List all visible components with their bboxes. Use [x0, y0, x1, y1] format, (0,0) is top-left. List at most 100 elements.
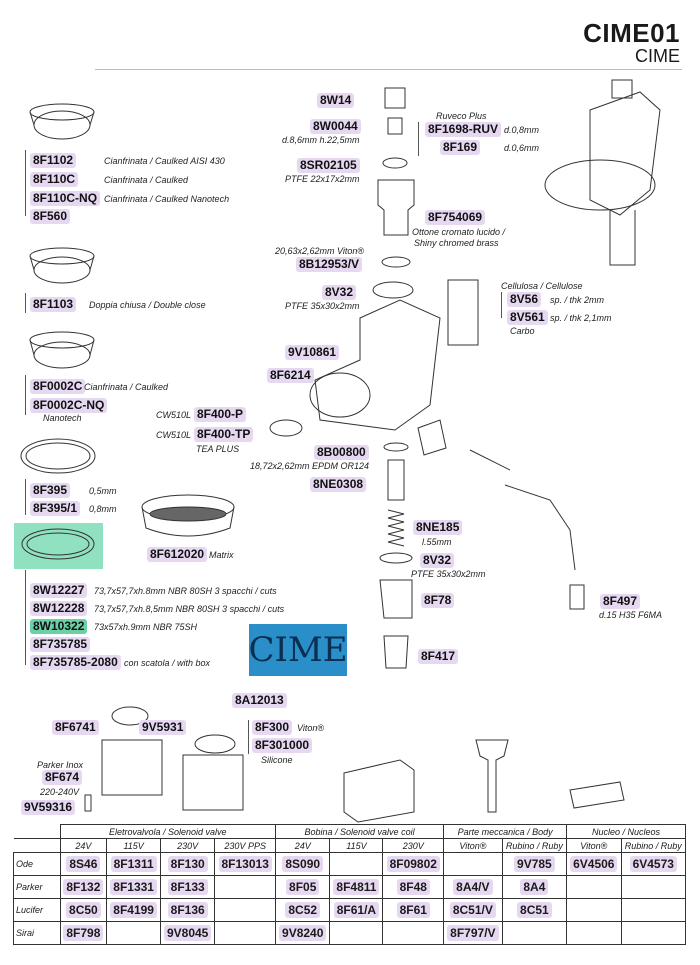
part-code[interactable]: 8F735785	[30, 637, 91, 652]
part-code[interactable]: 8F798	[63, 925, 104, 941]
part-code[interactable]: 8W14	[317, 93, 355, 108]
part-code[interactable]: 8F4199	[110, 902, 157, 918]
part-desc: 220-240V	[40, 787, 80, 797]
col-header: Viton®	[443, 838, 503, 853]
part-code[interactable]: 8W12227	[30, 583, 88, 598]
part-desc: 73x57xh.9mm NBR 75SH	[94, 622, 198, 632]
part-code[interactable]: 8F400-P	[194, 407, 247, 422]
part-desc: 73,7x57,7xh.8,5mm NBR 80SH 3 spacchi / c…	[94, 604, 285, 614]
coil-icon	[343, 759, 415, 823]
part-code[interactable]: 8F133	[167, 879, 208, 895]
part-code[interactable]: 9V8240	[279, 925, 327, 941]
part-code[interactable]: 8F61	[396, 902, 430, 918]
bracket-line	[25, 375, 26, 415]
part-code[interactable]: 8F1698-RUV	[425, 122, 502, 137]
part-code[interactable]: 8F674	[42, 770, 83, 785]
part-code[interactable]: 8F05	[286, 879, 320, 895]
part-code[interactable]: 8NE0308	[310, 477, 367, 492]
part-code[interactable]: 8F48	[396, 879, 430, 895]
mechanical-body-icon	[475, 739, 509, 813]
part-code[interactable]: 8F301000	[252, 738, 313, 753]
part-code[interactable]: 8F1103	[30, 297, 77, 312]
part-code[interactable]: 9V10861	[285, 345, 340, 360]
part-code[interactable]: 8F1331	[110, 879, 157, 895]
part-code[interactable]: 6V4506	[570, 856, 618, 872]
part-code[interactable]: 8F0002C-NQ	[30, 398, 108, 413]
pipe-icon	[469, 449, 576, 571]
part-code[interactable]: 8F09802	[386, 856, 440, 872]
part-code[interactable]: 8SR02105	[297, 158, 360, 173]
part-code[interactable]: 8F110C-NQ	[30, 191, 101, 206]
part-code[interactable]: 8F6214	[267, 368, 314, 383]
part-desc: 20,63x2,62mm Viton®	[275, 246, 365, 256]
part-code[interactable]: 8V32	[322, 285, 357, 300]
part-code[interactable]: 8F1311	[110, 856, 157, 872]
part-code[interactable]: 8F735785-2080	[30, 655, 121, 670]
table-row: Sirai 8F798 9V8045 9V8240 8F797/V	[13, 921, 686, 945]
part-code[interactable]: 8C51	[517, 902, 552, 918]
empty-cell	[566, 875, 622, 899]
col-header: 230V	[382, 838, 445, 853]
part-code[interactable]: 8F560	[30, 209, 71, 224]
part-code[interactable]: 8F132	[63, 879, 104, 895]
part-code[interactable]: 8F169	[440, 140, 481, 155]
part-code[interactable]: 8W0044	[310, 119, 361, 134]
part-code[interactable]: 8B12953/V	[296, 257, 363, 272]
part-code[interactable]: 9V5931	[139, 720, 187, 735]
part-code[interactable]: 8S46	[66, 856, 101, 872]
part-code[interactable]: 8F797/V	[447, 925, 499, 941]
part-code[interactable]: 8F136	[167, 902, 208, 918]
part-code[interactable]: 8B00800	[314, 445, 369, 460]
logo-text: CIME	[248, 630, 348, 670]
part-code[interactable]: 8F400-TP	[194, 427, 254, 442]
nucleo-icon	[569, 781, 625, 809]
part-code[interactable]: 8F4811	[333, 879, 380, 895]
part-code[interactable]: 8F1102	[30, 153, 77, 168]
part-code[interactable]: 9V8045	[163, 925, 212, 941]
part-code[interactable]: 8F417	[418, 649, 459, 664]
part-code[interactable]: 8F395	[30, 483, 71, 498]
part-code[interactable]: 8A4/V	[453, 879, 493, 895]
part-code[interactable]: 8F754069	[425, 210, 486, 225]
col-header: Rubino / Ruby	[620, 838, 686, 853]
part-desc: PTFE 35x30x2mm	[285, 301, 360, 311]
part-code[interactable]: 9V785	[514, 856, 555, 872]
part-code[interactable]: 8F395/1	[30, 501, 81, 516]
part-code-highlighted[interactable]: 8W10322	[30, 619, 88, 634]
part-code[interactable]: 8F13013	[218, 856, 272, 872]
part-code[interactable]: 8A12013	[232, 693, 287, 708]
part-code[interactable]: 8C52	[285, 902, 321, 918]
part-code[interactable]: 8A4	[520, 879, 549, 895]
bracket-line	[25, 150, 26, 216]
part-desc: Cianfrinata / Caulked	[104, 175, 189, 185]
part-code[interactable]: 6V4573	[629, 856, 677, 872]
empty-cell	[620, 921, 686, 945]
part-code[interactable]: 9V59316	[21, 800, 76, 815]
part-desc: PTFE 35x30x2mm	[411, 569, 486, 579]
group-header: Eletrovalvola / Solenoid valve	[59, 824, 277, 839]
part-code[interactable]: 8F6741	[52, 720, 99, 735]
part-code[interactable]: 8V561	[507, 310, 548, 325]
part-code[interactable]: 8W12228	[30, 601, 88, 616]
part-code[interactable]: 8C51/V	[449, 902, 496, 918]
col-header: Viton®	[566, 838, 622, 853]
empty-cell	[566, 898, 622, 922]
part-code[interactable]: 8F78	[421, 593, 455, 608]
part-desc: Matrix	[209, 550, 234, 560]
part-code[interactable]: 8F130	[167, 856, 208, 872]
part-code[interactable]: 8F0002C	[30, 379, 86, 394]
pipe-tip-icon	[569, 584, 585, 610]
part-code[interactable]: 8F61/A	[333, 902, 380, 918]
part-code[interactable]: 8F497	[600, 594, 641, 609]
part-code[interactable]: 8F300	[252, 720, 293, 735]
group-head-icon	[544, 79, 661, 266]
part-code[interactable]: 8V32	[420, 553, 455, 568]
part-code[interactable]: 8C50	[66, 902, 101, 918]
part-code[interactable]: 8F110C	[30, 172, 79, 187]
header-divider	[95, 69, 682, 70]
part-code[interactable]: 8NE185	[413, 520, 463, 535]
part-code[interactable]: 8V56	[507, 292, 542, 307]
part-code[interactable]: 8S090	[282, 856, 324, 872]
part-code[interactable]: 8F612020	[147, 547, 208, 562]
bracket-line	[501, 292, 502, 318]
